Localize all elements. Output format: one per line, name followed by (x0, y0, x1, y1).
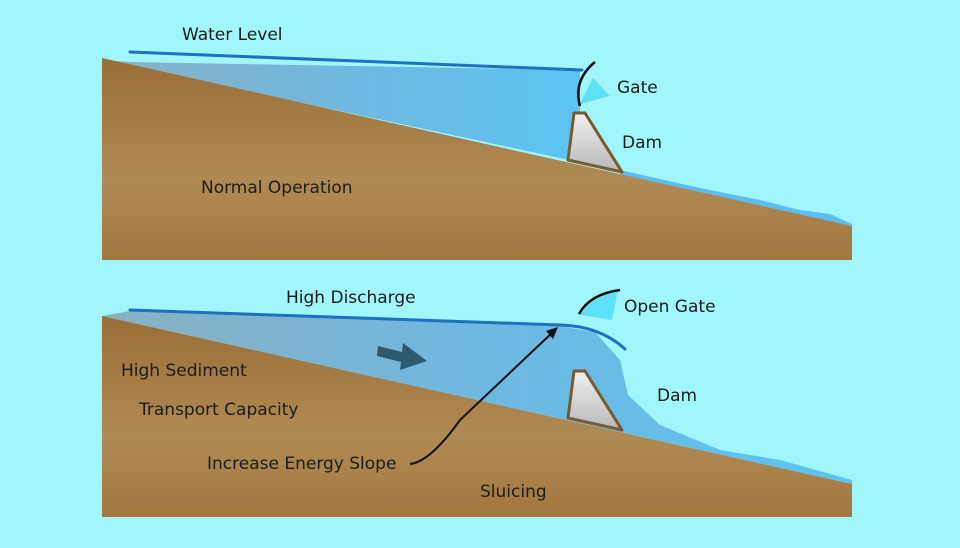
gate-shape (580, 78, 610, 104)
high-sediment-label: High Sediment (121, 361, 247, 381)
dam-label: Dam (622, 133, 663, 153)
open-gate-label: Open Gate (624, 297, 716, 317)
high-discharge-label: High Discharge (286, 288, 416, 308)
open-gate-shape (580, 290, 618, 320)
riverbed-ground (102, 58, 852, 260)
water-level-line (128, 50, 584, 72)
flow-arrow-icon (377, 343, 427, 370)
energy-slope-arrowhead-icon (546, 327, 558, 339)
high-discharge-line (128, 308, 627, 351)
energy-slope-label: Increase Energy Slope (207, 454, 397, 474)
top-panel (102, 50, 852, 260)
riverbed-ground (102, 316, 852, 517)
panel-title-normal-operation: Normal Operation (201, 178, 353, 198)
water-level-label: Water Level (182, 25, 283, 45)
transport-capacity-label: Transport Capacity (139, 400, 299, 420)
gate-label: Gate (617, 78, 658, 98)
energy-slope-leader-line (409, 330, 555, 465)
reservoir-water (102, 311, 852, 484)
open-gate-arc (577, 288, 621, 315)
bottom-panel (102, 288, 852, 517)
dam-structure (566, 111, 624, 174)
panel-title-sluicing: Sluicing (480, 482, 547, 502)
gate-arc (577, 61, 596, 107)
dam-structure (566, 369, 624, 432)
dam-label: Dam (657, 386, 698, 406)
